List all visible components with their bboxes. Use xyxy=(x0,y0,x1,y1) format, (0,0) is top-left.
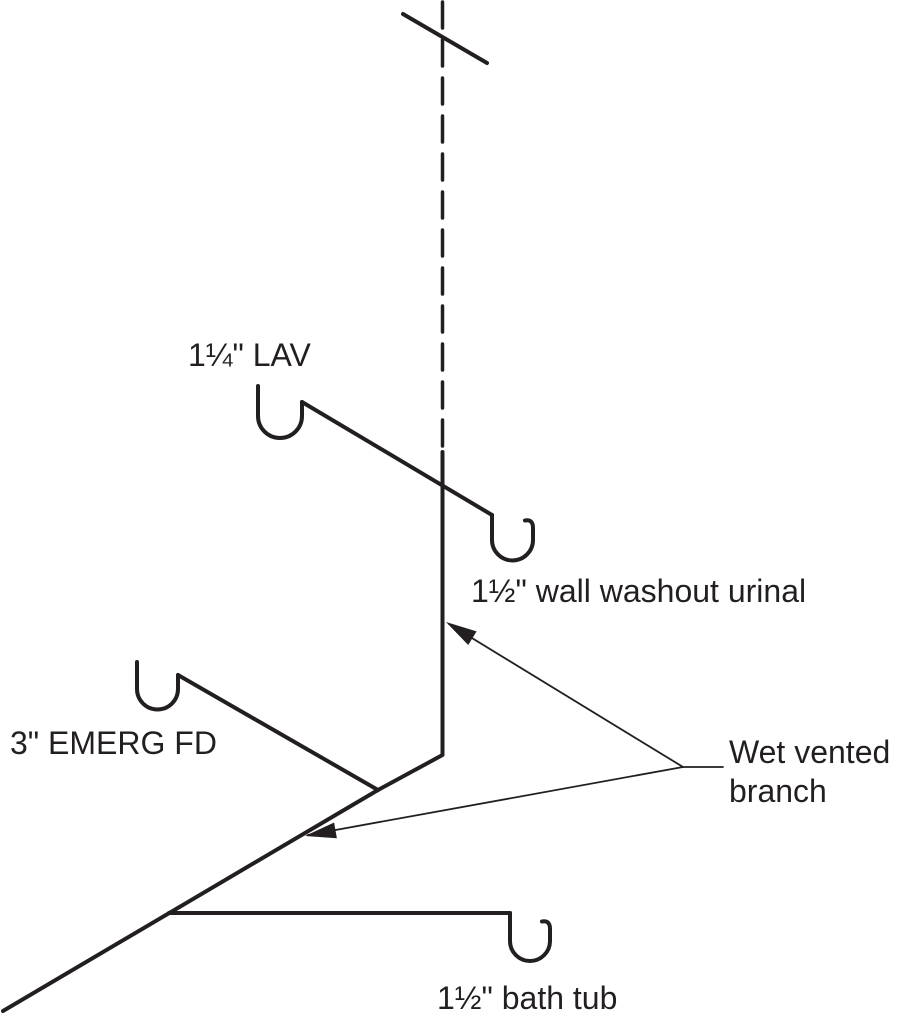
lower-arrowhead-icon xyxy=(305,822,337,839)
pipe-break-icon xyxy=(401,12,489,65)
emerg-fd-branch-pipe xyxy=(176,673,380,792)
wet-vent-leader-lower xyxy=(307,766,684,836)
leader-arrowheads xyxy=(305,622,477,839)
wet-vented-branch-label-line1: Wet vented xyxy=(729,734,890,770)
bathtub-ptrap-icon xyxy=(508,911,552,963)
lav-branch-pipe xyxy=(300,400,494,517)
pipe-lines xyxy=(1,0,552,1013)
emerg-fd-label: 3" EMERG FD xyxy=(10,725,217,761)
emerg-fd-ptrap-icon xyxy=(135,660,180,712)
soil-stack-line xyxy=(376,450,445,792)
leader-lines xyxy=(307,623,724,836)
lav-ptrap-icon xyxy=(256,384,304,440)
urinal-label: 1½" wall washout urinal xyxy=(471,573,806,609)
lav-label: 1¼" LAV xyxy=(188,337,312,373)
main-drain-line xyxy=(1,788,380,1013)
wet-vented-branch-label-line2: branch xyxy=(729,773,827,809)
diagram-labels: 1¼" LAV 1½" wall washout urinal 3" EMERG… xyxy=(10,337,890,1016)
upper-arrowhead-icon xyxy=(446,622,477,645)
bathtub-label: 1½" bath tub xyxy=(437,980,617,1016)
wet-vent-leader-upper xyxy=(448,623,684,768)
urinal-ptrap-icon xyxy=(490,513,535,563)
